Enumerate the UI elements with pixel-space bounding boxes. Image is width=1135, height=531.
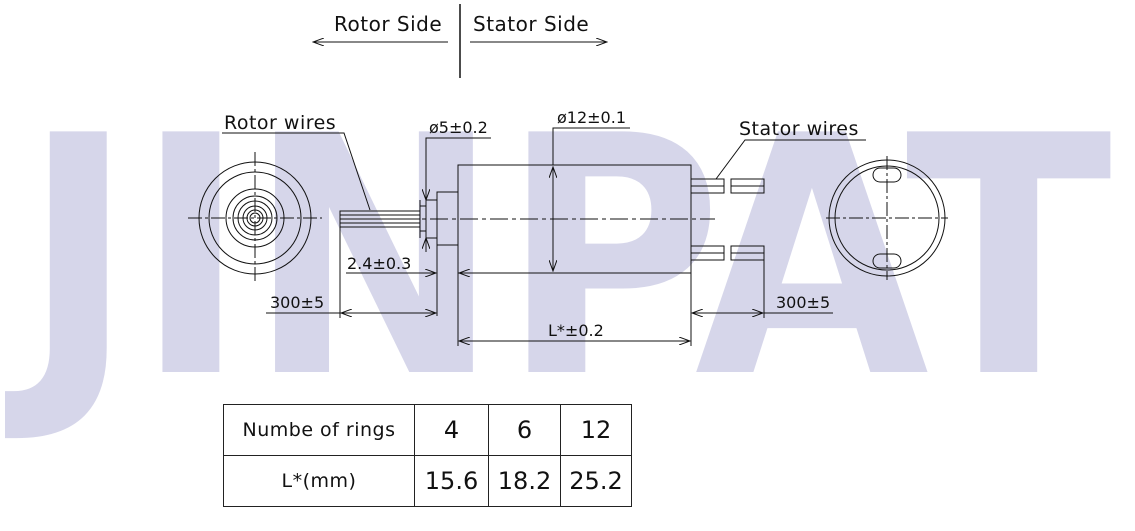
slip-ring-side-view [339,164,765,274]
rotor-side-label: Rotor Side [334,12,442,36]
stator-end-view [826,156,948,280]
shaft-length-dimension [346,245,474,346]
stator-wire-length-dimension [690,260,833,346]
table-cell: 15.6 [414,455,489,507]
stator-side-label: Stator Side [473,12,589,36]
table-cell: 25.2 [560,455,632,507]
body-diameter-dimension [553,127,630,271]
rotor-wires-label: Rotor wires [224,112,336,134]
rotor-end-view [188,152,322,284]
table-row: Numbe of rings 4 6 12 [223,404,632,456]
rings-header-cell: Numbe of rings [223,404,415,456]
body-length-label: L*±0.2 [548,321,604,340]
rotor-wire-length-dimension [266,227,436,318]
body-diameter-label: ø12±0.1 [557,108,626,127]
stator-wire-length-label: 300±5 [776,293,830,312]
shaft-diameter-dimension [426,137,491,252]
table-cell: 18.2 [488,455,561,507]
stator-wires-leader [715,139,866,180]
stator-wires-label: Stator wires [739,118,859,140]
table-row: L*(mm) 15.6 18.2 25.2 [223,455,632,507]
table-cell: 4 [414,404,489,456]
shaft-diameter-label: ø5±0.2 [429,118,488,137]
rotor-wires-leader [222,132,371,211]
shaft-length-label: 2.4±0.3 [347,254,411,273]
table-cell: 6 [488,404,561,456]
table-cell: 12 [560,404,632,456]
length-header-cell: L*(mm) [223,455,415,507]
ring-length-table: Numbe of rings 4 6 12 L*(mm) 15.6 18.2 2… [223,404,632,507]
rotor-wire-length-label: 300±5 [270,293,324,312]
